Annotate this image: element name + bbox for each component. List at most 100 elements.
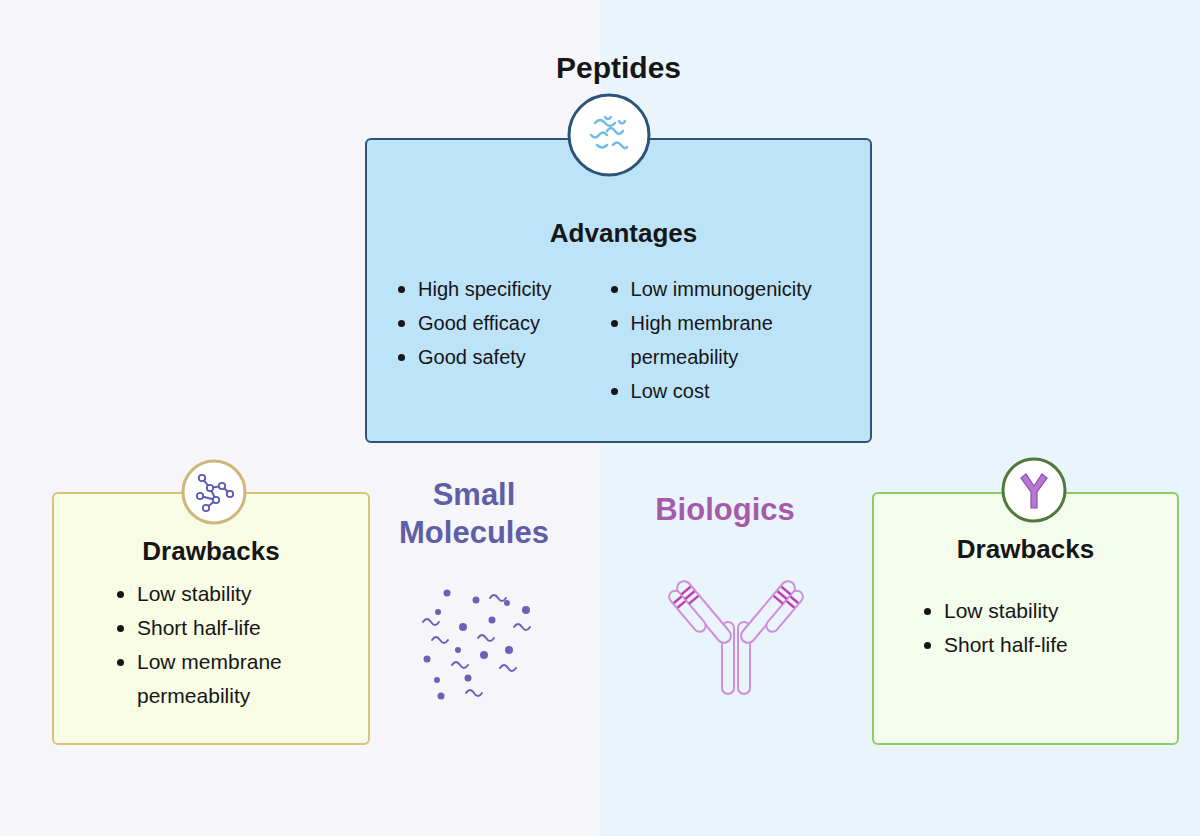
- bullet-item: Low stability: [117, 577, 348, 611]
- antibody-illustration: [681, 587, 690, 595]
- small-molecule-illustration: [466, 690, 482, 696]
- bullet-text: Short half-life: [137, 611, 261, 645]
- small-molecule-illustration: [423, 595, 530, 696]
- bullet-item: Low cost: [611, 374, 860, 408]
- antibody-illustration: [781, 587, 790, 595]
- small-molecule-illustration: [455, 647, 461, 653]
- small-molecule-illustration: [480, 651, 488, 659]
- bullet-dot: [611, 286, 618, 293]
- bullet-text: Low stability: [137, 577, 251, 611]
- antibody-illustration: [787, 601, 795, 607]
- antibody-illustration: [790, 597, 798, 603]
- bullet-column: High specificityGood efficacyGood safety: [398, 272, 611, 408]
- node-icon: [179, 457, 249, 527]
- antibody-illustration: [674, 587, 798, 608]
- small-molecule-illustration: [522, 606, 530, 614]
- node-icon: [202, 478, 230, 494]
- node-icon: [183, 461, 245, 523]
- small-molecule-illustration: [432, 637, 448, 643]
- node-icon: [199, 475, 205, 481]
- node-icon: [595, 120, 615, 126]
- node-icon: [613, 143, 627, 149]
- bullet-item: Good safety: [398, 340, 611, 374]
- bullet-dot: [924, 608, 931, 615]
- antibody-illustration: [787, 597, 799, 608]
- box-heading: Drawbacks: [894, 533, 1157, 565]
- node-icon: [619, 121, 625, 124]
- small-molecule-illustration: [444, 590, 451, 597]
- node-icon: [219, 483, 225, 489]
- antibody-illustration: [674, 597, 682, 603]
- antibody-illustration: [764, 588, 805, 634]
- node-icon: [1021, 474, 1047, 508]
- bullet-text: Low cost: [631, 374, 710, 408]
- small-molecule-illustration: [434, 677, 440, 683]
- small-molecule-illustration: [435, 609, 441, 615]
- category-label: Small Molecules: [389, 476, 559, 552]
- small-molecule-illustration: [490, 595, 506, 601]
- node-icon: [565, 91, 653, 179]
- bullet-text: Short half-life: [944, 628, 1068, 662]
- antibody-illustration: [678, 601, 686, 607]
- small-molecule-illustration: [473, 597, 480, 604]
- small-molecule-illustration: [489, 617, 496, 624]
- node-icon: [569, 95, 649, 175]
- node-icon: [183, 461, 245, 523]
- node-icon: [605, 117, 611, 119]
- node-icon: [607, 128, 623, 134]
- section-title: Peptides: [327, 50, 910, 86]
- bullet-dot: [117, 591, 124, 598]
- bullet-dot: [924, 642, 931, 649]
- bullet-list: High specificityGood efficacyGood safety…: [398, 272, 860, 408]
- small-molecule-illustration: [478, 635, 494, 641]
- bullet-column: Low stabilityShort half-life: [924, 594, 1157, 662]
- bullet-item: Low immunogenicity: [611, 272, 860, 306]
- node-icon: [207, 485, 213, 491]
- node-icon: [999, 455, 1069, 525]
- node-icon: [597, 145, 607, 148]
- bullet-list: Low stabilityShort half-lifeLow membrane…: [117, 577, 348, 713]
- bullet-text: Low stability: [944, 594, 1058, 628]
- bullet-dot: [117, 659, 124, 666]
- category-label: Biologics: [640, 491, 810, 529]
- antibody-illustration: [774, 596, 783, 604]
- node-icon: [213, 497, 219, 503]
- bullet-item: Low membrane permeability: [117, 645, 348, 713]
- small-molecule-illustration: [423, 590, 530, 700]
- bullet-dot: [117, 625, 124, 632]
- small-molecule-illustration: [438, 693, 445, 700]
- bullet-item: Low stability: [924, 594, 1157, 628]
- small-molecule-illustration: [504, 600, 510, 606]
- bullet-dot: [398, 354, 405, 361]
- antibody-illustration: [778, 591, 787, 599]
- small-molecule-illustration: [505, 646, 513, 654]
- antibody-illustration: [689, 596, 698, 604]
- bullet-text: Low membrane permeability: [137, 645, 348, 713]
- bullet-column: Low immunogenicityHigh membrane permeabi…: [611, 272, 860, 408]
- node-icon: [227, 491, 233, 497]
- bullet-item: Short half-life: [117, 611, 348, 645]
- bullet-item: High membrane permeability: [611, 306, 860, 374]
- small-molecule-illustration: [452, 662, 468, 668]
- bullet-dot: [611, 320, 618, 327]
- node-icon: [197, 493, 203, 499]
- bullet-item: High specificity: [398, 272, 611, 306]
- antibody-illustration: [667, 588, 708, 634]
- box-heading: Drawbacks: [74, 535, 348, 567]
- node-icon: [591, 133, 607, 138]
- small-molecule-illustration: [500, 665, 516, 671]
- node-icon: [569, 95, 649, 175]
- bullet-text: Good safety: [418, 340, 526, 374]
- node-icon: [1003, 459, 1065, 521]
- small-molecule-illustration: [423, 619, 439, 625]
- antibody-illustration: [685, 591, 694, 599]
- antibody-illustration: [667, 588, 708, 634]
- small-molecule-illustration: [514, 624, 530, 630]
- box-heading: Advantages: [387, 217, 860, 249]
- small-molecule-illustration: [424, 656, 431, 663]
- small-molecule-illustration: [465, 675, 472, 682]
- bullet-text: Low immunogenicity: [631, 272, 812, 306]
- node-icon: [1003, 459, 1065, 521]
- feature-box: DrawbacksLow stabilityShort half-life: [872, 492, 1179, 745]
